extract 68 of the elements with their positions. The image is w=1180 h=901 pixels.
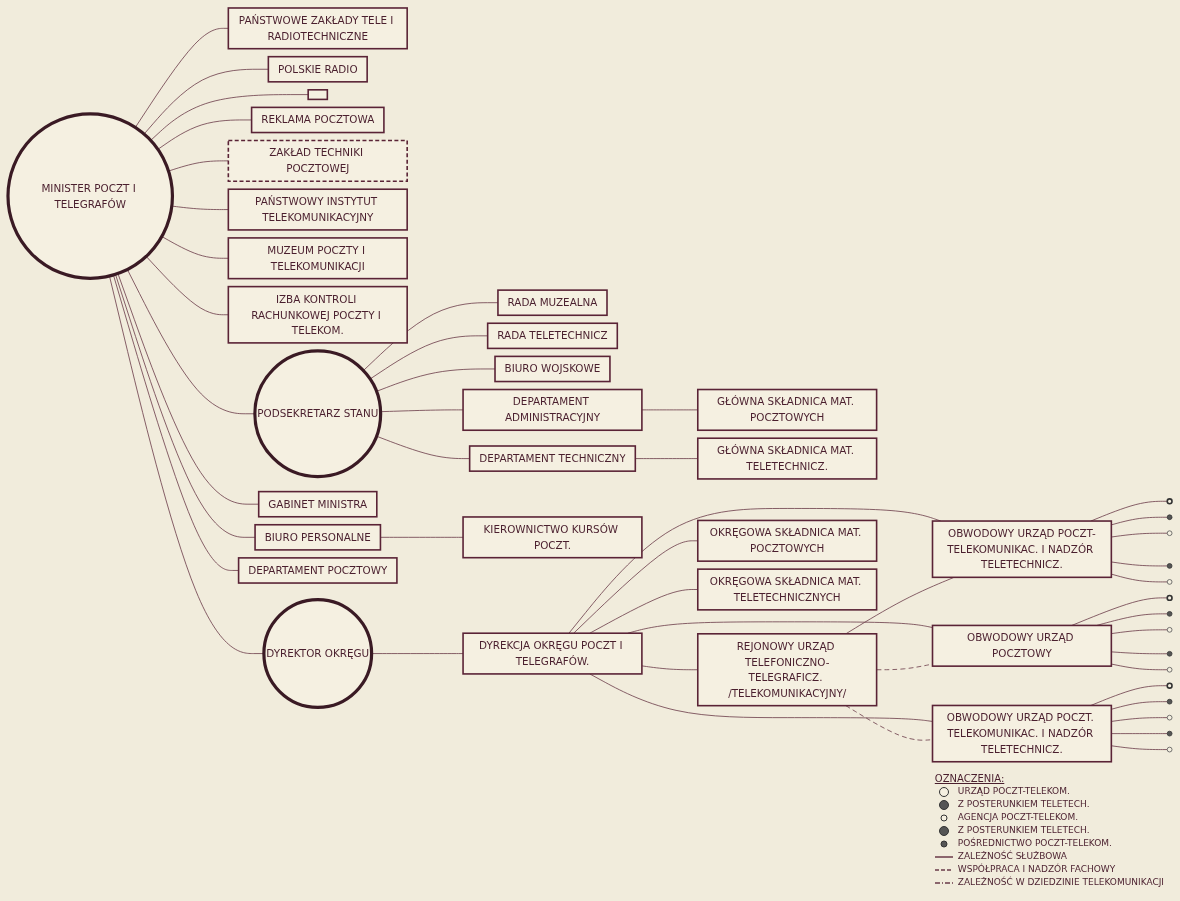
node-box: MUZEUM POCZTY I TELEKOMUNIKACJI bbox=[227, 237, 408, 280]
connector bbox=[1090, 685, 1168, 706]
connector bbox=[168, 160, 229, 172]
node-circle bbox=[1166, 579, 1173, 585]
legend-text: URZĄD POCZT-TELEKOM. bbox=[957, 785, 1070, 798]
node-box: GABINET MINISTRA bbox=[257, 490, 378, 518]
node-box: RADA TELETECHNICZ bbox=[486, 322, 619, 350]
node-circle: MINISTER POCZT I TELEGRAFÓW bbox=[6, 112, 175, 280]
node-box: POLSKIE RADIO bbox=[267, 55, 368, 83]
connector bbox=[589, 673, 933, 722]
connector bbox=[150, 94, 309, 141]
node-box: BIURO WOJSKOWE bbox=[494, 355, 611, 383]
node-circle bbox=[1166, 611, 1173, 617]
node-box: DEPARTAMENT ADMINISTRACYJNY bbox=[462, 388, 643, 432]
node-box: OBWODOWY URZĄD POCZT. TELEKOMUNIKAC. I NADZÓR TELETECHNICZ. bbox=[931, 704, 1113, 763]
node-box: OBWODOWY URZĄD POCZTOWY bbox=[931, 624, 1113, 667]
node-box: GŁÓWNA SKŁADNICA MAT. POCZTOWYCH bbox=[697, 388, 878, 432]
legend-text: Z POSTERUNKIEM TELETECH. bbox=[957, 798, 1090, 811]
node-circle bbox=[1166, 682, 1173, 689]
legend-text: WSPÓŁPRACA I NADZÓR FACHOWY bbox=[957, 863, 1116, 876]
node-box: BIURO PERSONALNE bbox=[254, 523, 382, 551]
node-box: DEPARTAMENT POCZTOWY bbox=[237, 557, 398, 584]
connector bbox=[1090, 500, 1168, 522]
node-circle bbox=[1166, 666, 1173, 673]
legend-text: ZALEŻNOŚĆ SŁUŻBOWA bbox=[957, 850, 1067, 863]
node-box: PAŃSTWOWE ZAKŁADY TELE I RADIOTECHNICZNE bbox=[227, 7, 408, 50]
node-box: OKRĘGOWA SKŁADNICA MAT. POCZTOWYCH bbox=[697, 519, 878, 562]
legend-text: ZALEŻNOŚĆ W DZIEDZINIE TELEKOMUNIKACJI bbox=[957, 876, 1164, 889]
connector bbox=[145, 255, 229, 316]
node-box: OKRĘGOWA SKŁADNICA MAT. TELETECHNICZNYCH bbox=[697, 568, 878, 611]
node-circle bbox=[1166, 594, 1173, 602]
node-box: OBWODOWY URZĄD POCZT-TELEKOMUNIKAC. I NADZÓR TELETECHNICZ. bbox=[931, 520, 1113, 579]
connector bbox=[1071, 597, 1168, 626]
node-circle: DYREKTOR OKRĘGU bbox=[262, 598, 374, 710]
node-box: PAŃSTWOWY INSTYTUT TELEKOMUNIKACYJNY bbox=[227, 188, 408, 231]
connector bbox=[113, 274, 239, 571]
node-circle bbox=[1166, 627, 1173, 633]
node-box: GŁÓWNA SKŁADNICA MAT. TELETECHNICZ. bbox=[697, 437, 878, 480]
connector bbox=[1110, 516, 1168, 526]
node-box: IZBA KONTROLI RACHUNKOWEJ POCZTY I TELEKOM. bbox=[227, 285, 408, 344]
node-circle bbox=[1166, 530, 1173, 536]
connector bbox=[380, 536, 464, 538]
connector bbox=[1110, 573, 1168, 583]
legend-text: Z POSTERUNKIEM TELETECH. bbox=[957, 824, 1090, 837]
node-circle bbox=[1166, 498, 1173, 505]
node-circle bbox=[1166, 698, 1173, 705]
node-box: KIEROWNICTWO KURSÓW POCZT. bbox=[462, 516, 643, 559]
connector bbox=[143, 68, 269, 135]
node-circle bbox=[1166, 714, 1173, 721]
connector bbox=[845, 705, 933, 741]
node-circle bbox=[1166, 746, 1173, 753]
node-box: REJONOWY URZĄD TELEFONICZNO-TELEGRAFICZ. /TELEKOMUNIKACYJNY/ bbox=[697, 633, 878, 707]
node-circle: PODSEKRETARZ STANU bbox=[253, 349, 383, 479]
node-box: DYREKCJA OKRĘGU POCZT I TELEGRAFÓW. bbox=[462, 632, 643, 675]
legend-text: POŚREDNICTWO POCZT-TELEKOM. bbox=[957, 837, 1112, 850]
node-box: RADA MUZEALNA bbox=[497, 289, 608, 317]
node-box: DEPARTAMENT TECHNICZNY bbox=[468, 445, 637, 472]
node-box: ZAKŁAD TECHNIKI POCZTOWEJ bbox=[227, 139, 408, 183]
node-box bbox=[307, 89, 329, 101]
node-circle bbox=[1166, 730, 1173, 737]
node-box: REKLAMA POCZTOWA bbox=[250, 106, 385, 134]
connector bbox=[134, 27, 229, 128]
legend-text: AGENCJA POCZT-TELEKOM. bbox=[957, 811, 1079, 824]
node-circle bbox=[1166, 563, 1173, 569]
legend-heading: OZNACZENIA: bbox=[934, 772, 1006, 785]
node-circle bbox=[1166, 651, 1173, 657]
node-circle bbox=[1166, 514, 1173, 521]
connector bbox=[376, 368, 496, 392]
